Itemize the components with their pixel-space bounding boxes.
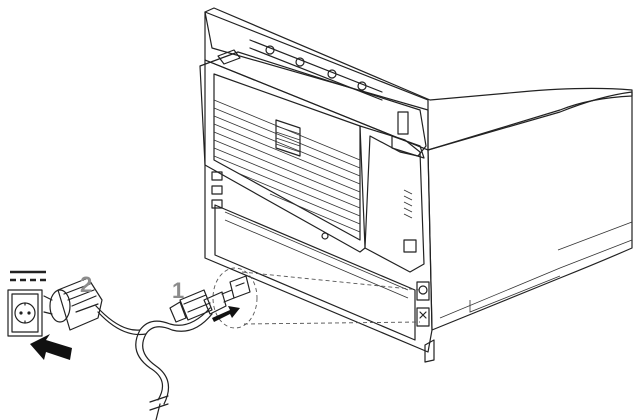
detail-magnifier xyxy=(203,267,421,329)
cover-vent-grid xyxy=(275,119,301,157)
printer-side-panel xyxy=(427,91,633,331)
cover-ribs xyxy=(213,99,361,233)
callout-step-1: 1 xyxy=(172,278,184,303)
paper-tray-slot xyxy=(214,204,416,341)
duplex-cover xyxy=(199,51,427,253)
printer-power-inlet xyxy=(416,281,430,327)
paper-rollers xyxy=(249,39,409,135)
ac-power-symbol xyxy=(10,270,46,282)
power-plug xyxy=(43,277,103,331)
insert-arrow xyxy=(30,334,72,360)
printer-side-plug xyxy=(169,289,213,323)
rear-upper-frame xyxy=(204,11,429,151)
detail-insert-arrow xyxy=(212,306,240,322)
power-cord xyxy=(95,305,213,420)
side-module-vents xyxy=(403,189,413,219)
left-vents xyxy=(211,171,223,209)
wall-outlet xyxy=(7,289,43,337)
printer-rear-view xyxy=(199,7,633,363)
callout-step-2: 2 xyxy=(80,272,92,297)
printer-top xyxy=(204,7,633,151)
cover-side-module xyxy=(359,125,425,273)
